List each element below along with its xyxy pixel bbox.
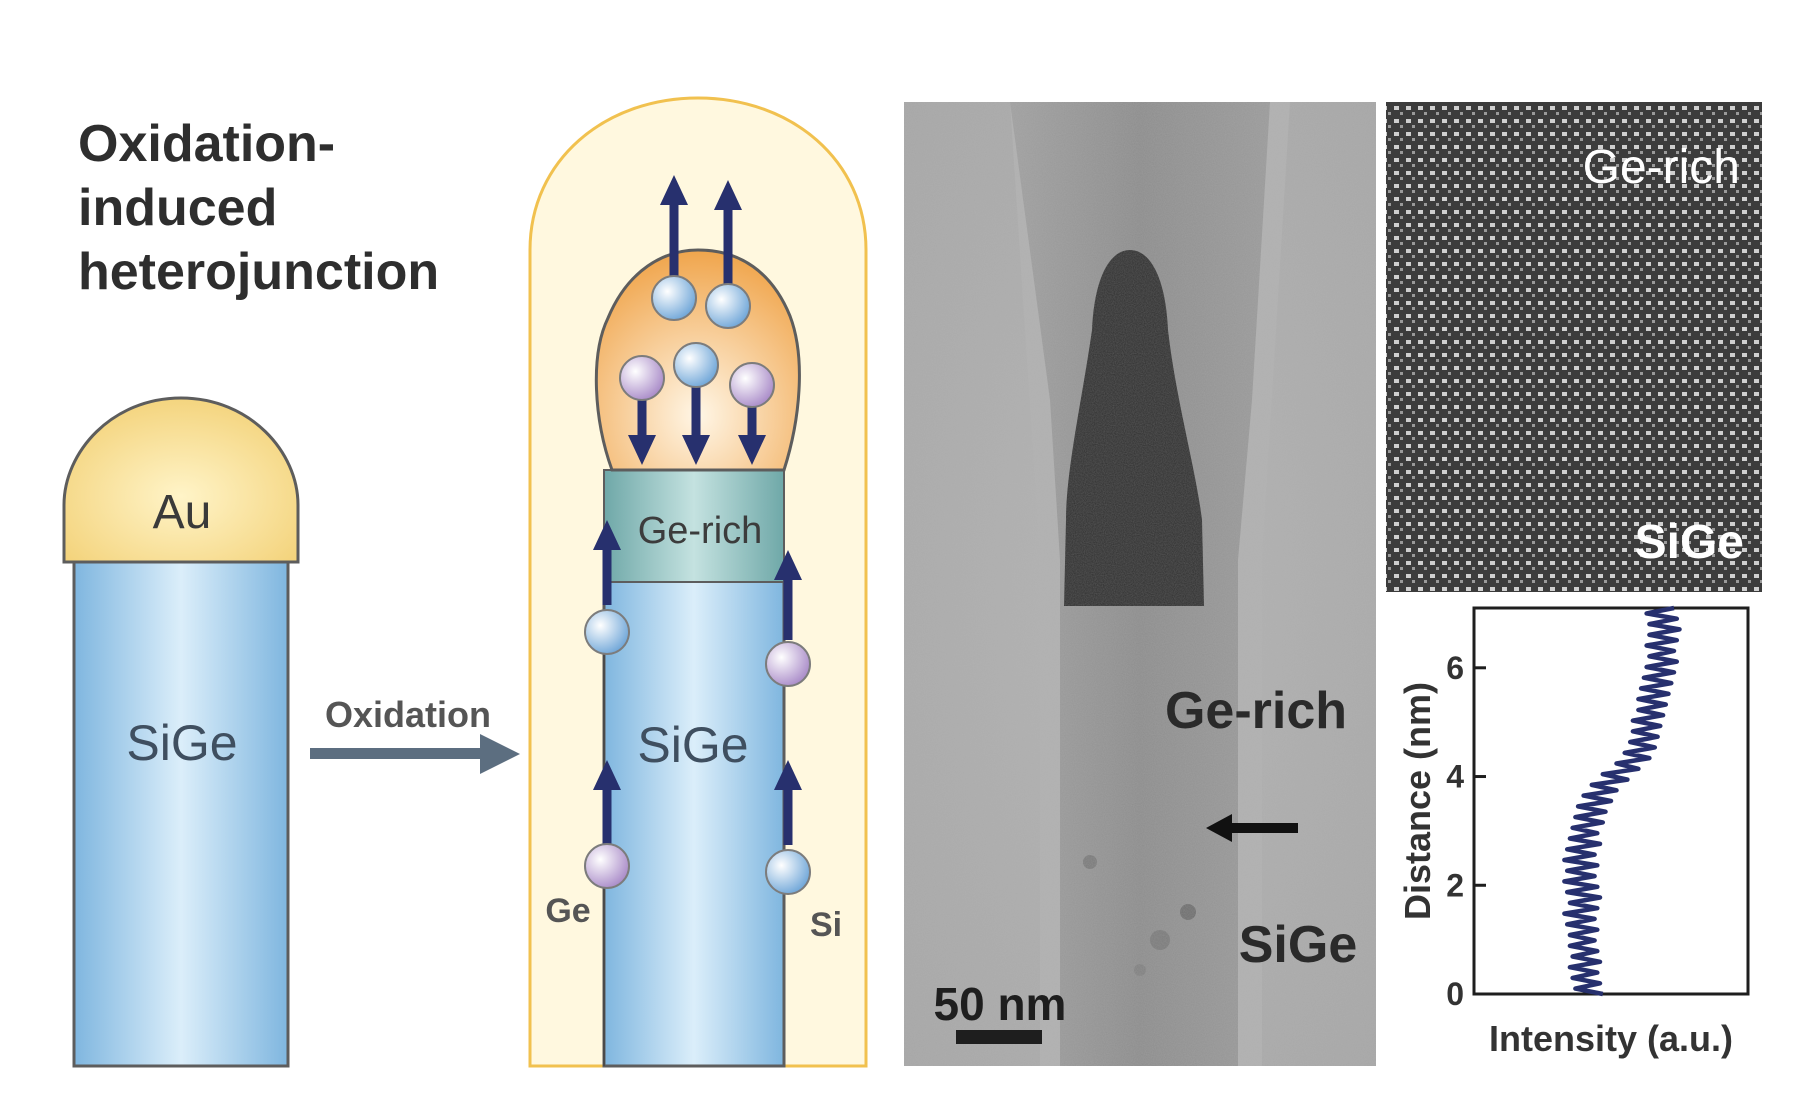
oxidation-arrow-head	[480, 734, 520, 774]
right-sige-core	[602, 578, 786, 1068]
ge-atom	[729, 362, 775, 408]
diffusion-arrows	[593, 520, 802, 845]
oxidation-label: Oxidation	[325, 694, 491, 735]
si-atom	[584, 609, 630, 655]
heading-line-1: Oxidation-	[78, 115, 336, 173]
lattice-image	[1386, 102, 1762, 592]
tem-sige-label: SiGe	[1239, 916, 1358, 974]
left-sige-label: SiGe	[126, 715, 237, 771]
y-tick-label: 2	[1446, 867, 1464, 903]
hrtem-inset: Ge-rich SiGe	[1386, 102, 1762, 592]
si-atom	[651, 275, 697, 321]
intensity-profile-chart: 0 2 4 6 Distance (nm) Intensity (a.u.)	[1397, 605, 1750, 1059]
scale-bar-label: 50 nm	[934, 978, 1067, 1030]
hrtem-sige-label: SiGe	[1635, 516, 1744, 569]
ge-rich-segment-label: Ge-rich	[638, 510, 763, 552]
si-atom-label: Si	[810, 906, 842, 944]
tem-ge-rich-label: Ge-rich	[1165, 682, 1347, 740]
tem-image-panel: Ge-rich SiGe 50 nm	[904, 102, 1376, 1066]
hrtem-ge-rich-label: Ge-rich	[1583, 141, 1740, 194]
atoms	[584, 275, 811, 895]
heading-line-2: induced	[78, 179, 278, 237]
y-axis-label: Distance (nm)	[1397, 682, 1438, 920]
si-atom	[705, 283, 751, 329]
right-sige-label: SiGe	[637, 717, 748, 773]
ge-rich-segment	[603, 469, 785, 583]
ge-atom-label: Ge	[545, 892, 590, 930]
x-axis-label: Intensity (a.u.)	[1489, 1018, 1733, 1059]
ge-atom	[584, 843, 630, 889]
au-label: Au	[153, 486, 212, 539]
ge-atom	[619, 355, 665, 401]
y-tick-label: 0	[1446, 976, 1464, 1012]
si-atom	[765, 849, 811, 895]
y-tick-label: 4	[1446, 759, 1464, 795]
si-atom	[673, 342, 719, 388]
y-tick-label: 6	[1446, 650, 1464, 686]
outgoing-si-arrows	[660, 175, 742, 290]
intensity-profile-series	[1562, 605, 1682, 997]
au-catalyst-cap	[62, 396, 300, 564]
ge-atom	[765, 641, 811, 687]
right-nanowire: Ge-rich SiGe	[528, 96, 868, 1068]
heading-line-3: heterojunction	[78, 243, 440, 301]
figure-heading: Oxidation- induced heterojunction	[78, 112, 439, 304]
y-axis-ticks: 0 2 4 6	[1446, 650, 1486, 1012]
scale-bar	[956, 1030, 1042, 1044]
oxidation-process-arrow: Oxidation	[310, 694, 520, 774]
left-nanowire: Au SiGe	[62, 396, 300, 1068]
left-sige-body	[72, 558, 290, 1068]
